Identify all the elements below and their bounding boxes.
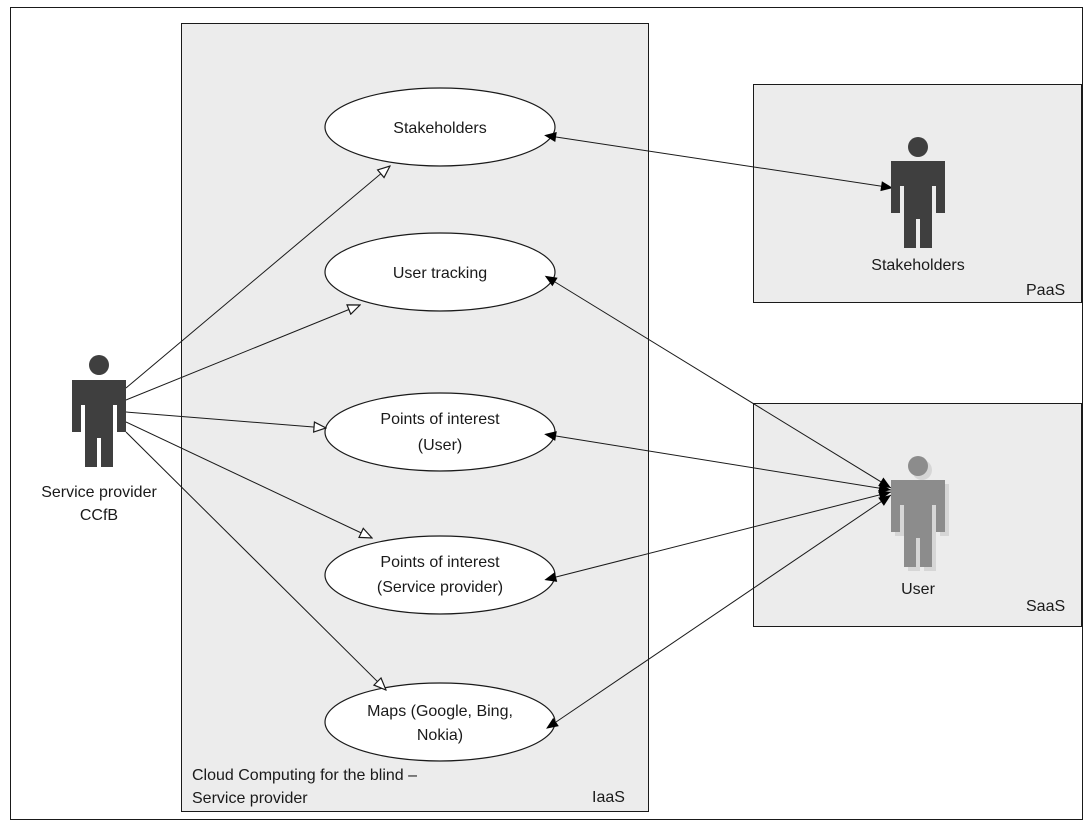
assoc-user-poi — [544, 431, 892, 494]
iaas-caption-line1: Cloud Computing for the blind – — [192, 767, 417, 784]
actor-user: User — [891, 456, 949, 598]
assoc-provider-poi-user — [125, 411, 326, 428]
assoc-provider-stakeholders — [125, 166, 390, 389]
person-icon — [891, 137, 945, 248]
assoc-provider-user-tracking — [125, 305, 360, 401]
use-case-stakeholders: Stakeholders — [324, 87, 556, 167]
person-icon — [891, 456, 949, 571]
actor-stakeholders: Stakeholders — [871, 137, 965, 274]
use-case-poi-user-line2: (User) — [418, 437, 462, 454]
use-case-maps: Maps (Google, Bing, Nokia) — [324, 682, 556, 762]
use-case-stakeholders-label: Stakeholders — [393, 120, 486, 137]
use-case-poi-user-line1: Points of interest — [380, 411, 500, 428]
actor-service-provider: Service provider CCfB — [41, 355, 157, 524]
actor-user-label: User — [901, 581, 935, 598]
iaas-caption-line2: Service provider — [192, 790, 308, 807]
use-case-maps-line1: Maps (Google, Bing, — [367, 703, 513, 720]
actor-service-provider-line1: Service provider — [41, 484, 157, 501]
use-case-poi-provider-line2: (Service provider) — [377, 579, 503, 596]
paas-label: PaaS — [1026, 282, 1065, 299]
saas-label: SaaS — [1026, 598, 1065, 615]
actor-stakeholders-label: Stakeholders — [871, 257, 964, 274]
use-case-poi-provider: Points of interest (Service provider) — [324, 535, 556, 615]
use-case-poi-provider-line1: Points of interest — [380, 554, 500, 571]
assoc-provider-maps — [125, 431, 386, 690]
use-case-user-tracking-label: User tracking — [393, 265, 487, 282]
use-case-user-tracking: User tracking — [324, 232, 556, 312]
actor-service-provider-line2: CCfB — [80, 507, 118, 524]
person-icon — [72, 355, 126, 467]
actor-associations — [544, 132, 894, 729]
assoc-provider-poi-provider — [125, 421, 372, 538]
assoc-user-maps — [546, 494, 892, 729]
iaas-label: IaaS — [592, 789, 625, 806]
provider-associations — [125, 166, 390, 690]
use-case-maps-line2: Nokia) — [417, 727, 463, 744]
use-case-poi-user: Points of interest (User) — [324, 392, 556, 472]
assoc-stakeholders — [544, 132, 894, 192]
